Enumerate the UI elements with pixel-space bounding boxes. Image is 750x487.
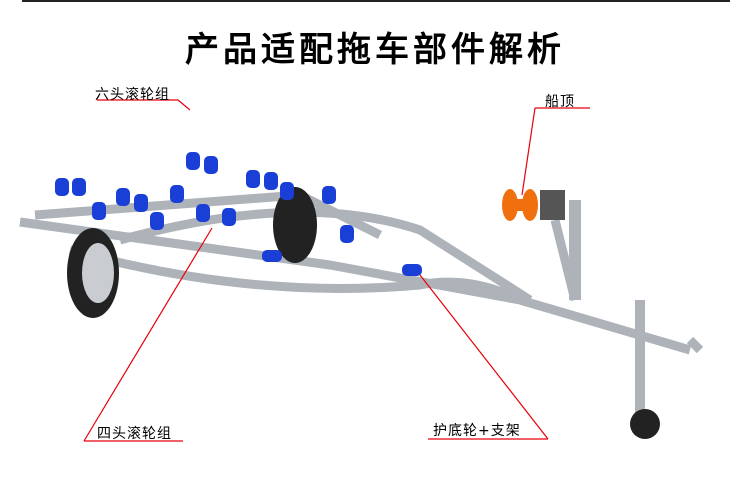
bow-stop-icon	[502, 189, 565, 221]
leader-bow-stop	[521, 107, 590, 196]
leader-four-roller	[83, 227, 213, 442]
label-six-roller-set: 六头滚轮组	[95, 87, 170, 103]
top-divider	[22, 0, 730, 2]
leader-six-roller	[97, 99, 191, 111]
leader-keel-roller	[419, 274, 549, 440]
label-keel-roller-bracket: 护底轮+支架	[433, 423, 521, 439]
label-bow-stop: 船顶	[545, 94, 575, 110]
leader-lines	[83, 99, 590, 442]
page-title: 产品适配拖车部件解析	[185, 30, 565, 70]
roller-set	[55, 152, 422, 276]
label-four-roller-set: 四头滚轮组	[97, 426, 172, 442]
trailer-frame	[19, 190, 704, 420]
wheels	[67, 187, 660, 439]
